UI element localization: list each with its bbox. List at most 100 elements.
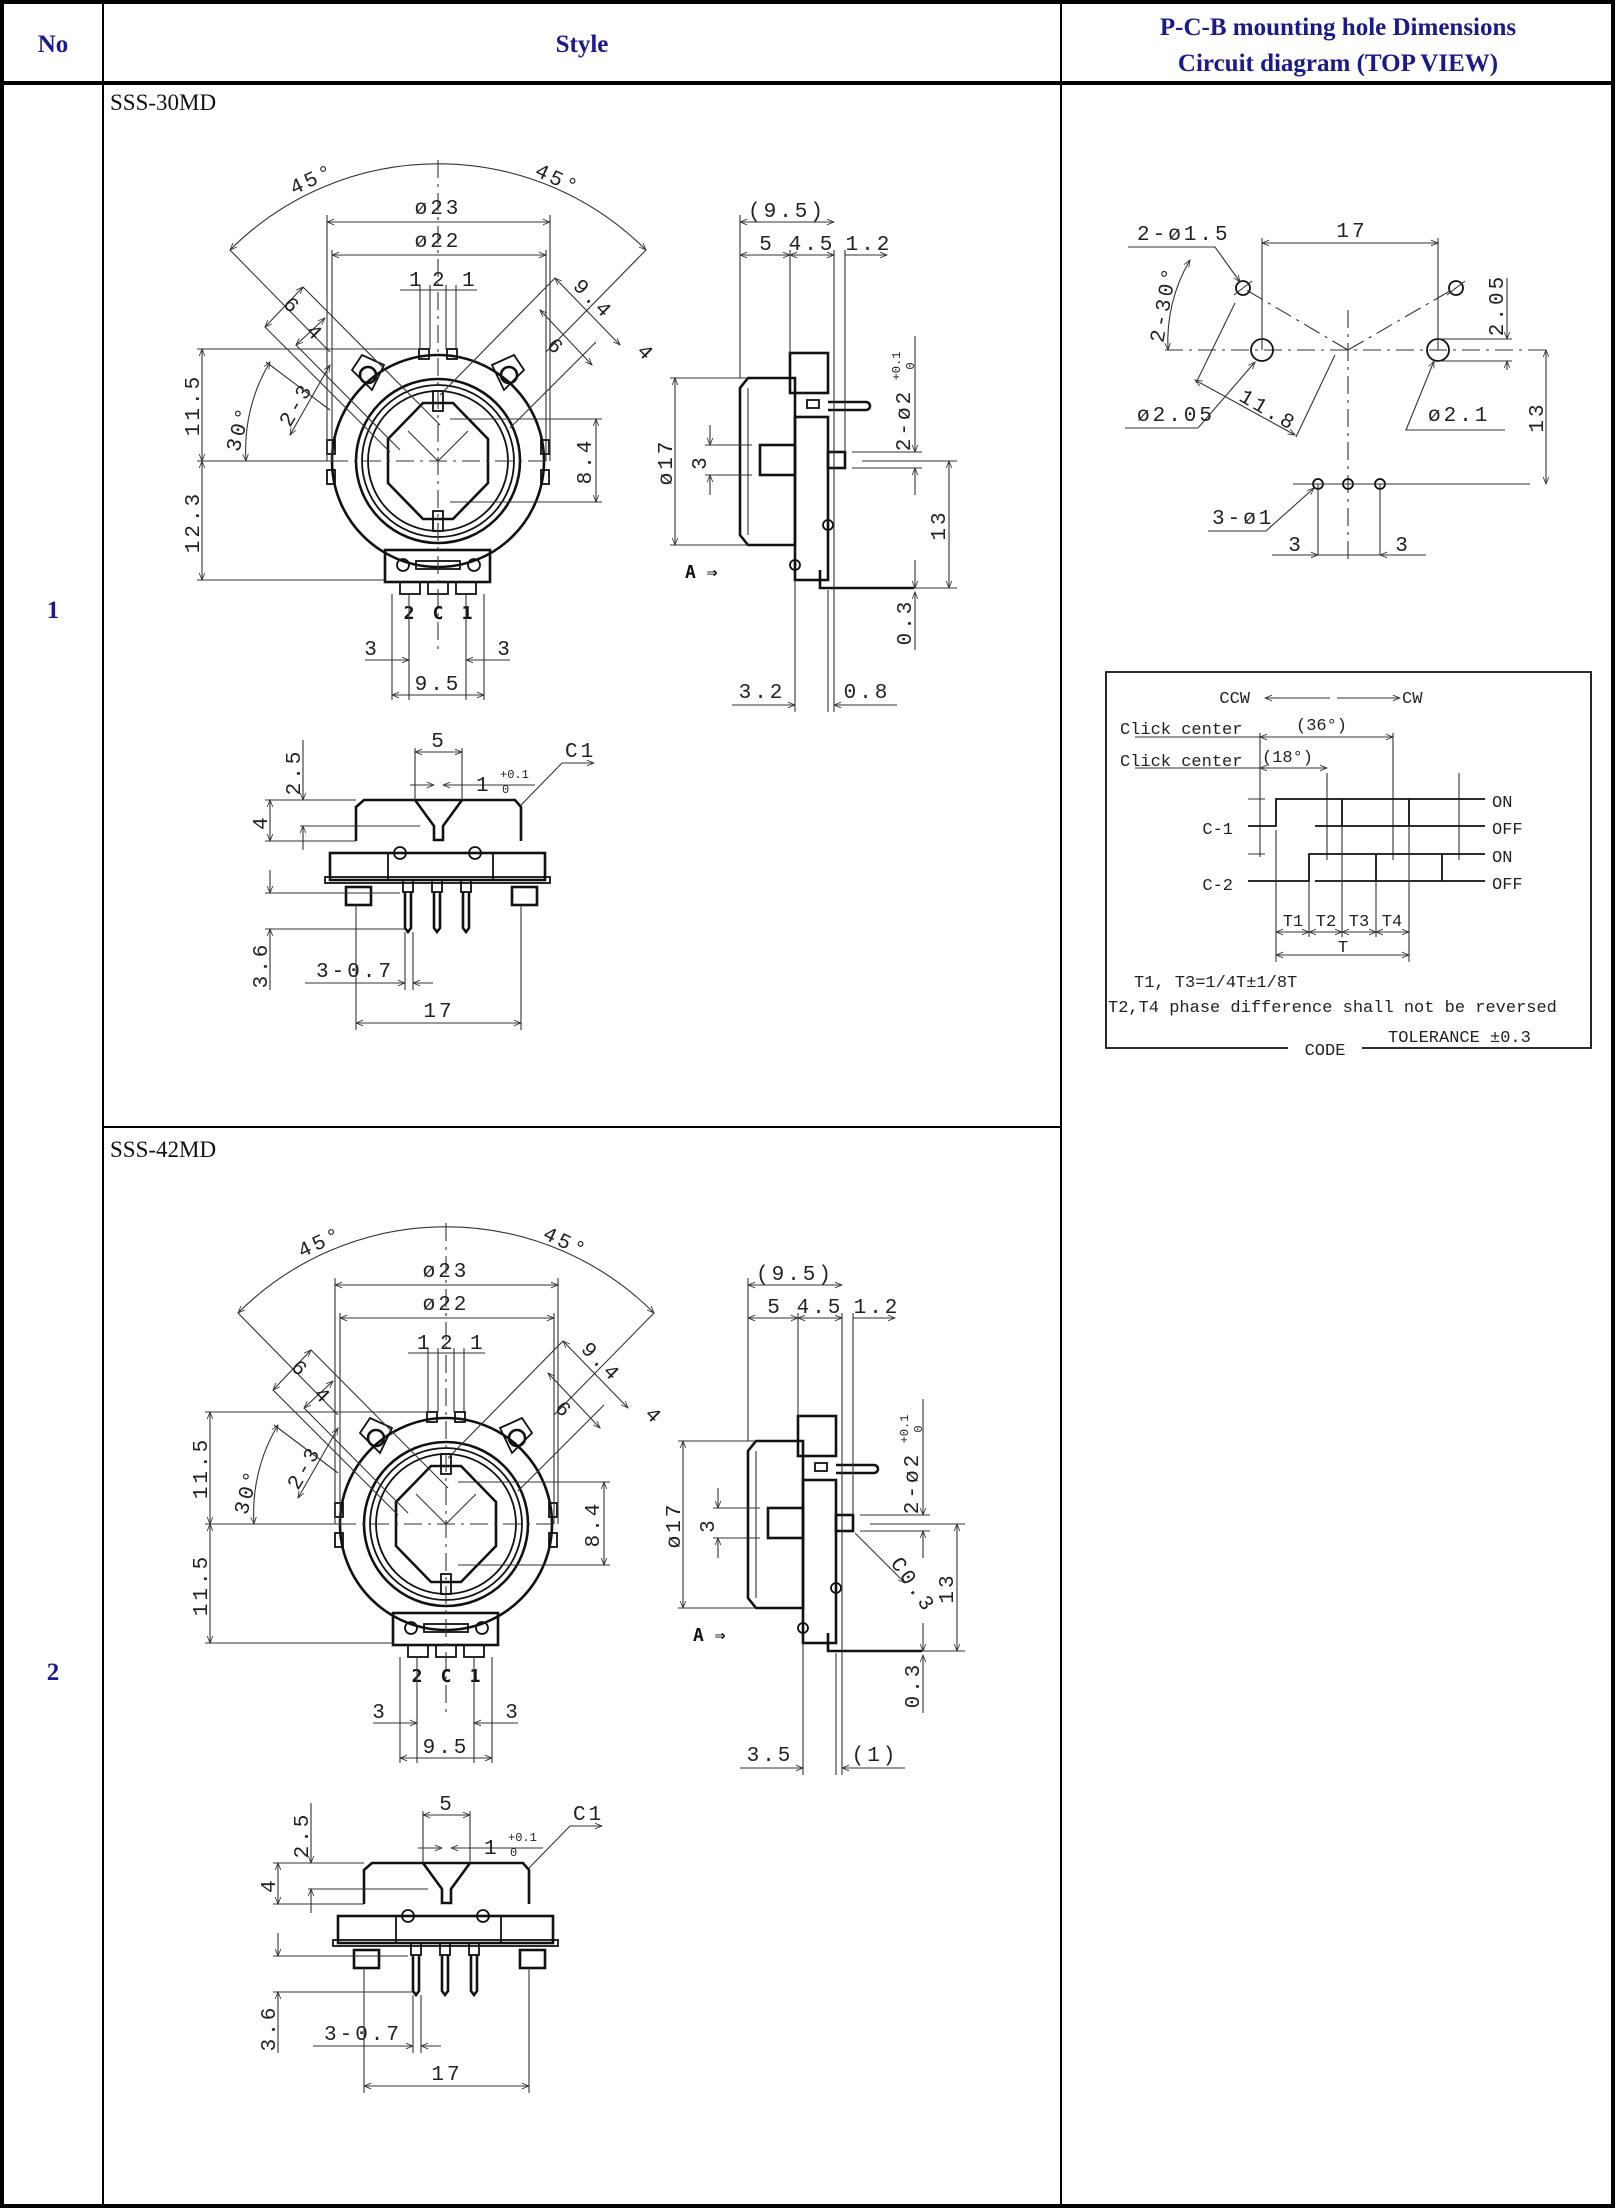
dim-line-11-8	[1195, 380, 1295, 435]
knob-body	[362, 1861, 531, 1904]
terminal-pin	[461, 892, 471, 935]
label-length-3-6: 3.6	[251, 942, 274, 989]
label-thickness-0-3: 0.3	[895, 599, 918, 646]
label-shaft-3: 3	[690, 454, 713, 470]
row-number: 2	[47, 1659, 60, 1686]
terminal-label-1: 1	[470, 1666, 481, 1687]
angle-leg	[265, 361, 331, 411]
wave-c2-on	[1248, 853, 1485, 882]
label-length-3-6: 3.6	[259, 2005, 282, 2052]
label-dia23: ø23	[423, 1261, 470, 1284]
label-dia23: ø23	[415, 198, 462, 221]
label-dim-6: 6	[285, 1357, 312, 1384]
hole-mark	[1233, 280, 1253, 296]
label-angle: 2-30°	[1147, 264, 1183, 345]
boss	[789, 559, 801, 571]
label-offset-2-05: 2.05	[1487, 274, 1510, 336]
label-height-4: 4	[259, 1877, 282, 1893]
terminal-base	[468, 1942, 480, 1956]
shaft	[758, 443, 797, 477]
extension-line	[303, 1407, 409, 1514]
model-name: SSS-30MD	[110, 90, 216, 115]
label-pin-dia: 2-ø2	[894, 389, 917, 451]
label-tol-lower: 0	[510, 1846, 517, 1860]
knob-notch	[413, 799, 464, 842]
boss	[476, 1909, 490, 1923]
leader-pin-holes	[1208, 488, 1314, 532]
side-tab	[548, 1532, 558, 1548]
shaft-end	[834, 1513, 855, 1533]
note-t1-t3: T1, T3=1/4T±1/8T	[1134, 974, 1297, 993]
terminal-pin	[440, 1955, 450, 1998]
mount-hole	[366, 1428, 386, 1448]
leader-c1	[520, 763, 594, 806]
label-dim-6r: 6	[549, 1398, 576, 1425]
row-number: 1	[47, 597, 60, 624]
label-off-1: OFF	[1492, 821, 1523, 840]
label-pin-dia: 2-ø2	[902, 1452, 925, 1514]
side-tab	[326, 469, 336, 485]
label-dim-8-4: 8.4	[575, 438, 598, 485]
label-right-hole: ø2.1	[1428, 405, 1490, 428]
mount-hole	[507, 1428, 527, 1448]
terminal-base	[410, 1942, 422, 1956]
label-total-depth: (9.5)	[756, 1264, 834, 1287]
terminal-hole	[467, 558, 481, 572]
dim-arc-45	[230, 163, 646, 250]
label-off-2: OFF	[1492, 876, 1523, 895]
mount-ear	[350, 353, 386, 392]
label-height-bottom: 11.5	[191, 1554, 214, 1616]
terminal-pin	[432, 892, 442, 935]
label-pitch-17: 17	[423, 1001, 454, 1024]
top-tab	[454, 1411, 466, 1423]
boss	[797, 1622, 809, 1634]
boss	[830, 1582, 842, 1594]
dim-line-6r	[540, 310, 592, 365]
label-pitch-right: 3	[505, 1702, 521, 1725]
label-on-1: ON	[1492, 794, 1512, 813]
terminal-label-c: C	[441, 1666, 452, 1687]
label-pin-tol-lower: 0	[912, 1425, 926, 1432]
label-shaft-3: 3	[698, 1517, 721, 1533]
flange	[324, 876, 551, 884]
terminal-label-1: 1	[462, 603, 473, 624]
label-dim-2-3: 2-3	[284, 1442, 327, 1494]
hole-mark	[1446, 280, 1466, 296]
shaft-profile	[386, 401, 490, 521]
boss	[468, 846, 482, 860]
label-angle-18: (18°)	[1262, 749, 1313, 768]
label-depth-5: 5	[767, 1297, 783, 1320]
label-angle-left: 45°	[295, 1224, 347, 1265]
side-tab	[540, 469, 550, 485]
housing	[328, 851, 547, 882]
label-dim-4r: 4	[631, 341, 658, 368]
terminal-base	[460, 879, 472, 893]
label-dia17: ø17	[664, 1502, 687, 1549]
knob-body	[354, 798, 523, 841]
wave-c1-on	[1248, 798, 1485, 827]
label-angle-left: 45°	[287, 161, 339, 202]
label-dim-6: 6	[277, 294, 304, 321]
terminal-pin	[403, 892, 413, 935]
header-no: No	[38, 31, 69, 58]
label-angle-30: 30°	[223, 403, 257, 454]
label-depth-2-5: 2.5	[292, 1812, 315, 1859]
label-total-depth: (9.5)	[748, 201, 826, 224]
label-height-13: 13	[1527, 401, 1550, 432]
terminal	[455, 581, 477, 595]
terminal-label-c: C	[433, 603, 444, 624]
label-depth-2-5: 2.5	[284, 749, 307, 796]
label-height-top: 11.5	[183, 374, 206, 436]
label-pin-gap: 2	[440, 1333, 456, 1356]
mount-hole	[499, 365, 519, 385]
axis-mark	[437, 430, 469, 462]
extension-line	[447, 1340, 564, 1459]
label-pin-tol-lower: 0	[904, 362, 918, 369]
label-angle-30: 30°	[231, 1466, 265, 1517]
label-t1: T1	[1283, 913, 1303, 932]
